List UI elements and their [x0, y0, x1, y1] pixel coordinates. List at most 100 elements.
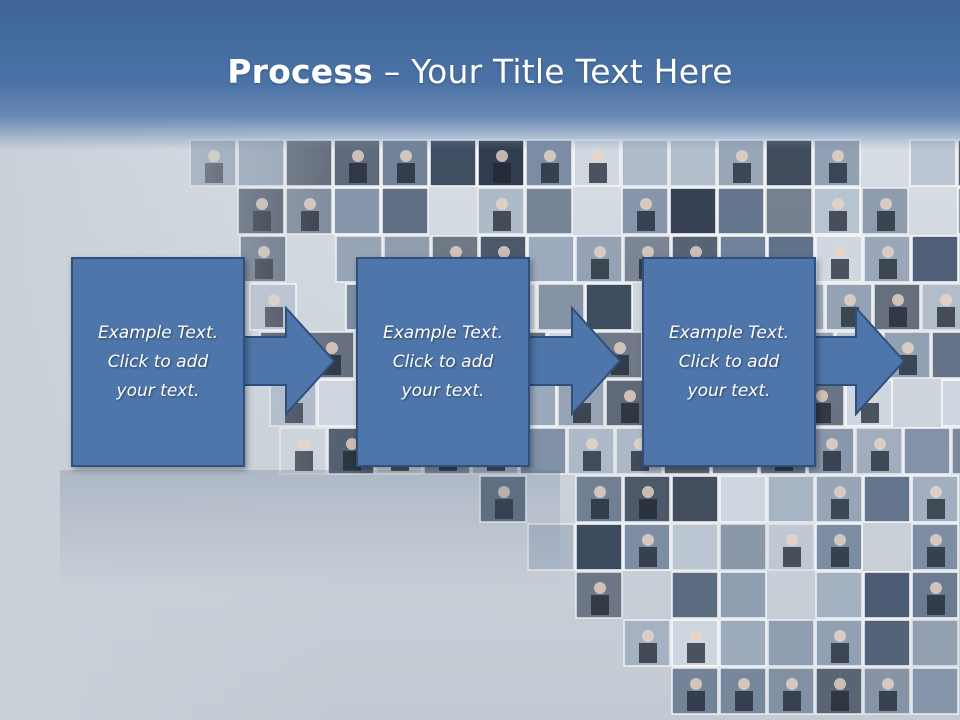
- mosaic-person-body: [301, 211, 319, 231]
- mosaic-person-head: [400, 150, 412, 162]
- mosaic-photo-tile: [719, 619, 767, 667]
- process-step-2[interactable]: Example Text. Click to add your text.: [356, 257, 530, 467]
- mosaic-photo-tile: [863, 235, 911, 283]
- right-arrow-icon: [809, 306, 906, 416]
- mosaic-photo-tile: [861, 187, 909, 235]
- mosaic-photo-tile: [717, 187, 765, 235]
- mosaic-photo-tile: [815, 475, 863, 523]
- mosaic-person-head: [642, 486, 654, 498]
- reflection-fade: [60, 470, 560, 590]
- mosaic-photo-tile: [623, 523, 671, 571]
- mosaic-photo-tile: [623, 619, 671, 667]
- mosaic-person-body: [831, 259, 849, 279]
- mosaic-person-body: [541, 163, 559, 183]
- mosaic-person-body: [823, 451, 841, 471]
- mosaic-photo-tile: [623, 475, 671, 523]
- mosaic-photo-tile: [671, 571, 719, 619]
- mosaic-photo-tile: [671, 619, 719, 667]
- process-step-1[interactable]: Example Text. Click to add your text.: [71, 257, 245, 467]
- mosaic-person-body: [871, 451, 889, 471]
- mosaic-photo-tile: [333, 187, 381, 235]
- mosaic-person-head: [940, 294, 952, 306]
- mosaic-photo-tile: [575, 235, 623, 283]
- mosaic-person-head: [690, 678, 702, 690]
- mosaic-photo-tile: [239, 235, 287, 283]
- mosaic-photo-tile: [815, 523, 863, 571]
- mosaic-person-head: [832, 198, 844, 210]
- mosaic-person-body: [831, 499, 849, 519]
- slide-title[interactable]: Process – Your Title Text Here: [0, 52, 960, 91]
- mosaic-photo-tile: [767, 619, 815, 667]
- mosaic-person-head: [834, 486, 846, 498]
- mosaic-photo-tile: [911, 619, 959, 667]
- mosaic-person-body: [637, 211, 655, 231]
- mosaic-person-body: [253, 211, 271, 231]
- mosaic-person-head: [642, 534, 654, 546]
- mosaic-person-body: [255, 259, 273, 279]
- mosaic-photo-tile: [285, 187, 333, 235]
- mosaic-photo-tile: [863, 619, 911, 667]
- mosaic-person-body: [783, 547, 801, 567]
- mosaic-person-head: [256, 198, 268, 210]
- mosaic-person-head: [832, 150, 844, 162]
- mosaic-person-head: [594, 246, 606, 258]
- mosaic-person-head: [874, 438, 886, 450]
- mosaic-person-head: [738, 678, 750, 690]
- mosaic-person-head: [208, 150, 220, 162]
- mosaic-person-body: [591, 595, 609, 615]
- step-text[interactable]: Example Text. Click to add your text.: [668, 322, 790, 401]
- mosaic-person-head: [496, 198, 508, 210]
- mosaic-photo-tile: [279, 427, 327, 475]
- mosaic-person-head: [544, 150, 556, 162]
- mosaic-person-body: [591, 259, 609, 279]
- mosaic-person-head: [592, 150, 604, 162]
- mosaic-photo-tile: [575, 523, 623, 571]
- mosaic-photo-tile: [575, 571, 623, 619]
- mosaic-photo-tile: [719, 667, 767, 715]
- mosaic-person-body: [589, 163, 607, 183]
- mosaic-person-body: [621, 403, 639, 423]
- mosaic-photo-tile: [719, 523, 767, 571]
- mosaic-person-body: [783, 691, 801, 711]
- mosaic-photo-tile: [669, 187, 717, 235]
- mosaic-person-body: [493, 163, 511, 183]
- mosaic-photo-tile: [477, 187, 525, 235]
- mosaic-person-body: [639, 499, 657, 519]
- mosaic-person-body: [687, 691, 705, 711]
- mosaic-photo-tile: [621, 187, 669, 235]
- mosaic-person-head: [736, 150, 748, 162]
- mosaic-photo-tile: [855, 427, 903, 475]
- mosaic-person-body: [583, 451, 601, 471]
- mosaic-person-body: [639, 547, 657, 567]
- mosaic-photo-tile: [237, 187, 285, 235]
- mosaic-photo-tile: [671, 523, 719, 571]
- mosaic-person-head: [586, 438, 598, 450]
- mosaic-person-body: [349, 163, 367, 183]
- mosaic-photo-tile: [903, 427, 951, 475]
- mosaic-person-head: [594, 582, 606, 594]
- mosaic-person-head: [930, 486, 942, 498]
- mosaic-person-body: [687, 643, 705, 663]
- step-text[interactable]: Example Text. Click to add your text.: [97, 322, 219, 401]
- mosaic-person-body: [591, 499, 609, 519]
- mosaic-photo-tile: [931, 331, 960, 379]
- mosaic-photo-tile: [813, 187, 861, 235]
- mosaic-person-head: [642, 630, 654, 642]
- mosaic-photo-tile: [671, 475, 719, 523]
- mosaic-person-head: [298, 438, 310, 450]
- mosaic-person-body: [829, 163, 847, 183]
- step-text[interactable]: Example Text. Click to add your text.: [382, 322, 504, 401]
- mosaic-photo-tile: [815, 571, 863, 619]
- mosaic-photo-tile: [911, 571, 959, 619]
- mosaic-photo-tile: [567, 427, 615, 475]
- mosaic-person-head: [304, 198, 316, 210]
- process-step-3[interactable]: Example Text. Click to add your text.: [642, 257, 816, 467]
- mosaic-photo-tile: [921, 283, 960, 331]
- mosaic-photo-tile: [527, 235, 575, 283]
- mosaic-person-body: [397, 163, 415, 183]
- mosaic-photo-tile: [525, 187, 573, 235]
- mosaic-photo-tile: [767, 667, 815, 715]
- mosaic-person-head: [786, 534, 798, 546]
- mosaic-person-head: [930, 582, 942, 594]
